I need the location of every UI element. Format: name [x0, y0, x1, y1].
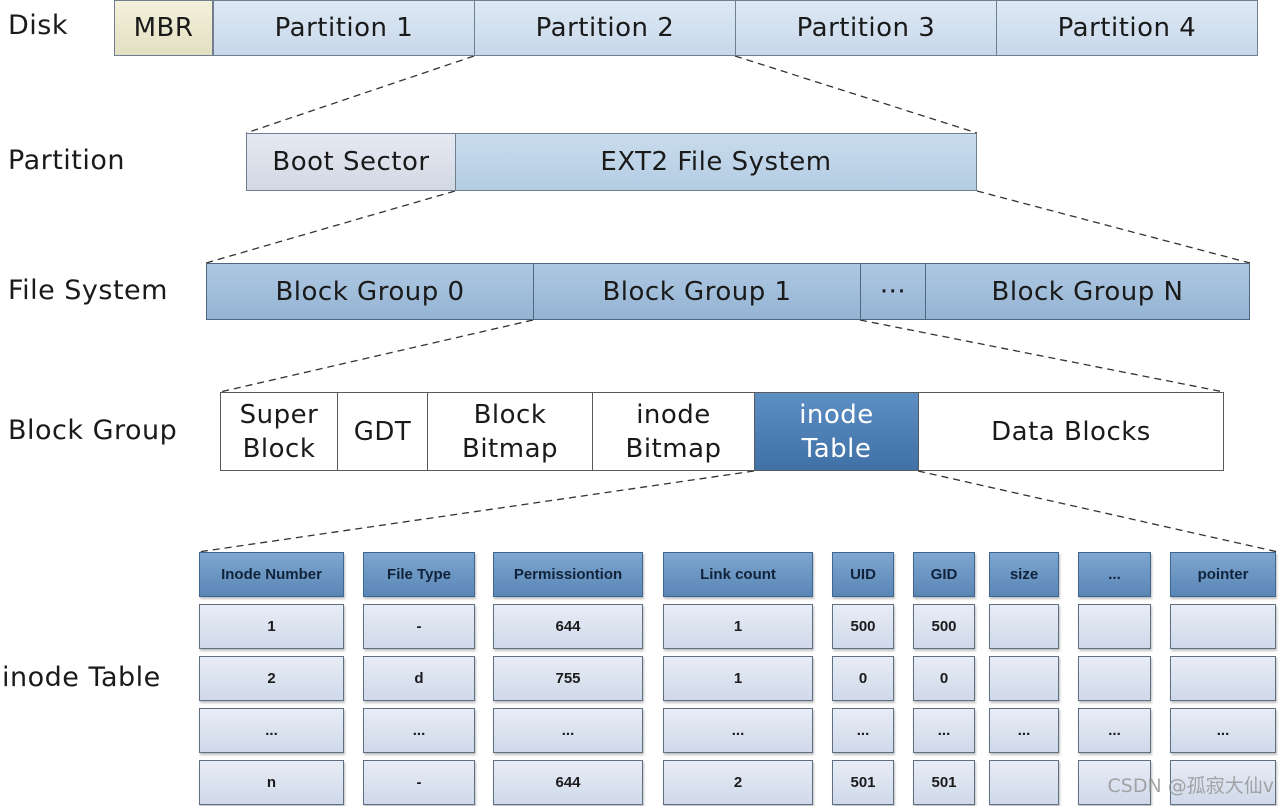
inode-header-cell: ... — [1078, 552, 1151, 597]
bg-inode-bitmap-line2: Bitmap — [625, 433, 722, 464]
inode-table-cell: 2 — [199, 656, 344, 701]
bg-inode-bitmap: inode Bitmap — [592, 392, 755, 471]
disk-partition-3: Partition 3 — [735, 0, 997, 56]
inode-table-cell: 0 — [832, 656, 894, 701]
connector-line — [219, 319, 534, 393]
connector-line — [734, 55, 978, 134]
bg-inode-table-line2: Table — [801, 433, 872, 464]
connector-line — [917, 470, 1279, 553]
inode-table-cell: 755 — [493, 656, 643, 701]
watermark: CSDN @孤寂大仙v — [1107, 775, 1274, 797]
inode-table-cell — [989, 604, 1059, 649]
inode-table-cell: - — [363, 760, 475, 805]
inode-table-cell: - — [363, 604, 475, 649]
inode-table-cell: 500 — [832, 604, 894, 649]
inode-table-cell: ... — [832, 708, 894, 753]
inode-table-cell: 501 — [913, 760, 975, 805]
inode-header-cell: Permissiontion — [493, 552, 643, 597]
inode-table-cell — [1078, 604, 1151, 649]
disk-partition-4: Partition 4 — [996, 0, 1258, 56]
inode-header-cell: UID — [832, 552, 894, 597]
bg-block-bitmap-line2: Bitmap — [461, 433, 559, 464]
inode-table-cell: 1 — [663, 604, 813, 649]
bg-block-bitmap: Block Bitmap — [427, 392, 593, 471]
inode-table-cell: ... — [493, 708, 643, 753]
inode-header-cell: pointer — [1170, 552, 1276, 597]
label-disk: Disk — [8, 10, 68, 41]
inode-header-cell: GID — [913, 552, 975, 597]
inode-table-cell — [1170, 656, 1276, 701]
inode-table-cell — [1170, 760, 1276, 805]
inode-table-cell — [1078, 760, 1151, 805]
inode-table-cell: ... — [989, 708, 1059, 753]
bg-inode-bitmap-line1: inode — [636, 399, 711, 430]
connector-line — [245, 55, 475, 134]
connector-line — [197, 470, 755, 553]
inode-table-cell: 0 — [913, 656, 975, 701]
inode-table-cell — [1078, 656, 1151, 701]
inode-table-cell: ... — [1078, 708, 1151, 753]
disk-partition-1: Partition 1 — [213, 0, 475, 56]
fs-block-group-n: Block Group N — [925, 263, 1250, 320]
inode-table-cell: 644 — [493, 604, 643, 649]
bg-inode-table-line1: inode — [799, 399, 874, 430]
inode-table-cell: 500 — [913, 604, 975, 649]
inode-header-cell: File Type — [363, 552, 475, 597]
label-block-group: Block Group — [8, 415, 178, 446]
bg-super-block-line2: Block — [242, 433, 316, 464]
connector-line — [205, 190, 456, 264]
partition-boot-sector: Boot Sector — [246, 133, 456, 191]
bg-gdt: GDT — [337, 392, 428, 471]
inode-table-cell: d — [363, 656, 475, 701]
bg-super-block: Super Block — [220, 392, 338, 471]
inode-table-cell — [1170, 604, 1276, 649]
inode-table-cell — [989, 656, 1059, 701]
fs-block-group-0: Block Group 0 — [206, 263, 534, 320]
inode-table-cell: ... — [363, 708, 475, 753]
label-inode-table: inode Table — [2, 662, 161, 693]
disk-partition-2: Partition 2 — [474, 0, 736, 56]
inode-table-cell: ... — [663, 708, 813, 753]
inode-table-cell: ... — [199, 708, 344, 753]
inode-header-cell: Inode Number — [199, 552, 344, 597]
fs-ellipsis: ··· — [860, 263, 926, 320]
label-partition: Partition — [8, 145, 126, 176]
label-file-system: File System — [8, 275, 168, 306]
bg-inode-table: inode Table — [754, 392, 919, 471]
bg-data-blocks: Data Blocks — [918, 392, 1224, 471]
inode-table-cell: 501 — [832, 760, 894, 805]
inode-table-cell — [989, 760, 1059, 805]
inode-table-cell: n — [199, 760, 344, 805]
connector-line — [976, 190, 1251, 264]
inode-table-cell: 644 — [493, 760, 643, 805]
inode-header-cell: Link count — [663, 552, 813, 597]
inode-table-cell: 1 — [199, 604, 344, 649]
inode-table-cell: ... — [913, 708, 975, 753]
inode-table-cell: ... — [1170, 708, 1276, 753]
inode-header-cell: size — [989, 552, 1059, 597]
partition-ext2-file-system: EXT2 File System — [455, 133, 977, 191]
inode-table-cell: 2 — [663, 760, 813, 805]
inode-table-cell: 1 — [663, 656, 813, 701]
bg-block-bitmap-line1: Block — [473, 399, 547, 430]
fs-block-group-1: Block Group 1 — [533, 263, 861, 320]
connector-line — [859, 319, 1225, 393]
disk-mbr: MBR — [114, 0, 213, 56]
bg-super-block-line1: Super — [239, 399, 319, 430]
